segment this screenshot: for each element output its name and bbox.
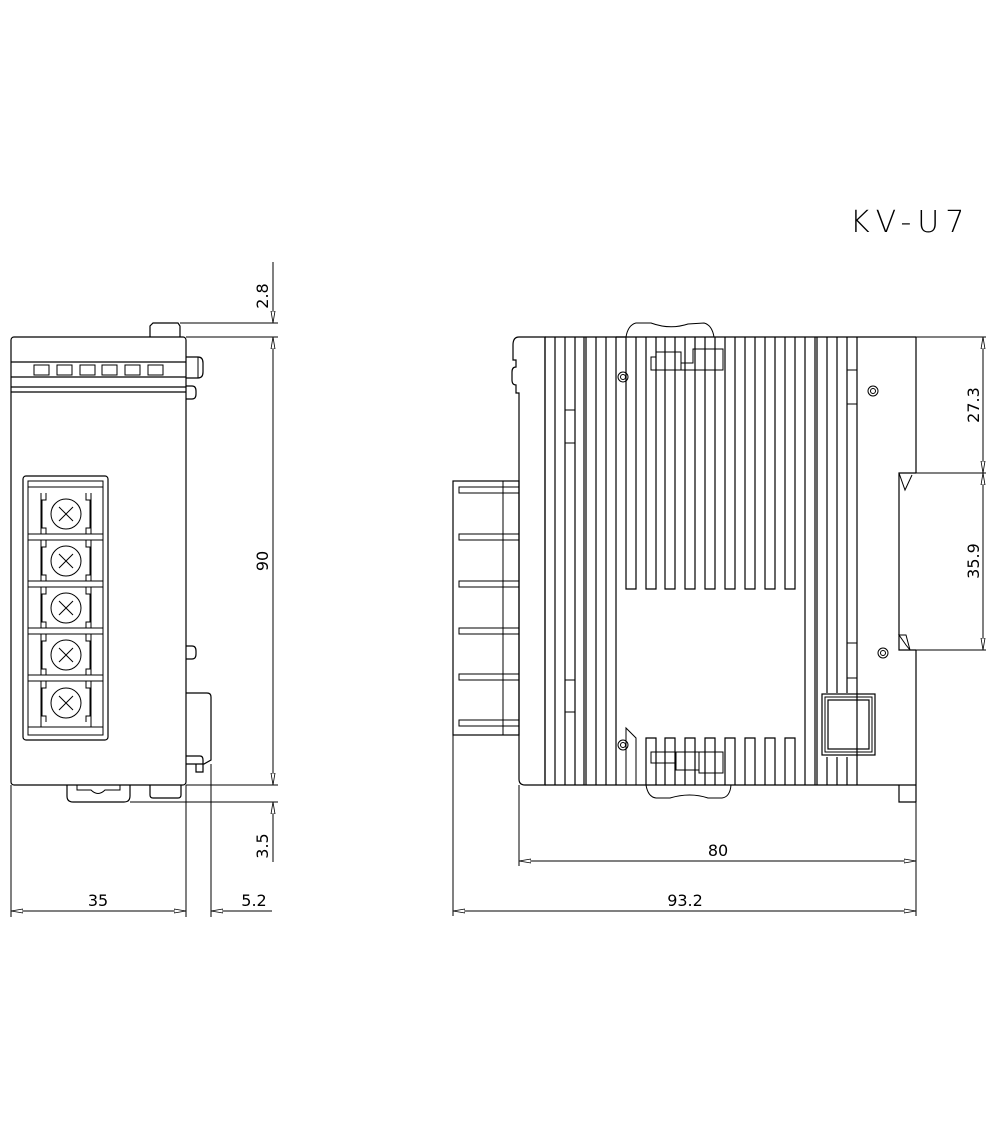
screw-terminal-1: [40, 493, 92, 534]
top-clip: [625, 322, 715, 338]
dim-top-to-rail: 27.3: [964, 387, 983, 423]
model-title: KV-U7: [850, 205, 970, 240]
led-icon: [56, 364, 73, 376]
screw-hole-icon: [617, 739, 629, 751]
screw-icon: [50, 639, 82, 671]
terminal-block: [22, 475, 109, 741]
led-icon: [101, 364, 118, 376]
screw-terminal-2: [40, 540, 92, 581]
dim-side-protrusion: 5.2: [241, 891, 266, 910]
dim-total-depth: 93.2: [667, 891, 703, 910]
screw-icon: [50, 687, 82, 719]
screw-terminal-4: [40, 634, 92, 675]
led-icon: [33, 364, 50, 376]
bottom-clip: [645, 784, 732, 799]
side-view: 27.3 35.9 80 93.2: [452, 322, 986, 916]
connector-port: [821, 693, 876, 756]
led-icon: [79, 364, 96, 376]
led-icon: [147, 364, 164, 376]
screw-icon: [50, 498, 82, 530]
screw-icon: [50, 545, 82, 577]
front-view: 2.8 90 3.5 35 5.2: [10, 262, 278, 917]
screw-icon: [50, 592, 82, 624]
terminal-block-side: [452, 480, 520, 736]
top-slide-switch: [650, 348, 724, 371]
dim-body-depth: 80: [708, 841, 728, 860]
dim-top-offset: 2.8: [253, 283, 272, 308]
screw-hole-icon: [877, 647, 889, 659]
front-body: [10, 336, 187, 786]
screw-hole-icon: [867, 385, 879, 397]
dim-height: 90: [253, 551, 272, 571]
led-indicators: [33, 364, 164, 376]
top-tab: [149, 322, 181, 337]
bottom-slide-switch: [650, 751, 724, 774]
cooling-fins: [544, 336, 857, 785]
body-left-edge: [511, 336, 546, 786]
screw-terminal-3: [40, 587, 92, 628]
dim-bottom-offset: 3.5: [253, 833, 272, 858]
screw-terminal-5: [40, 681, 92, 727]
dim-rail-width: 35.9: [964, 543, 983, 579]
screw-hole-icon: [617, 371, 629, 383]
dim-width: 35: [88, 891, 108, 910]
led-icon: [124, 364, 141, 376]
